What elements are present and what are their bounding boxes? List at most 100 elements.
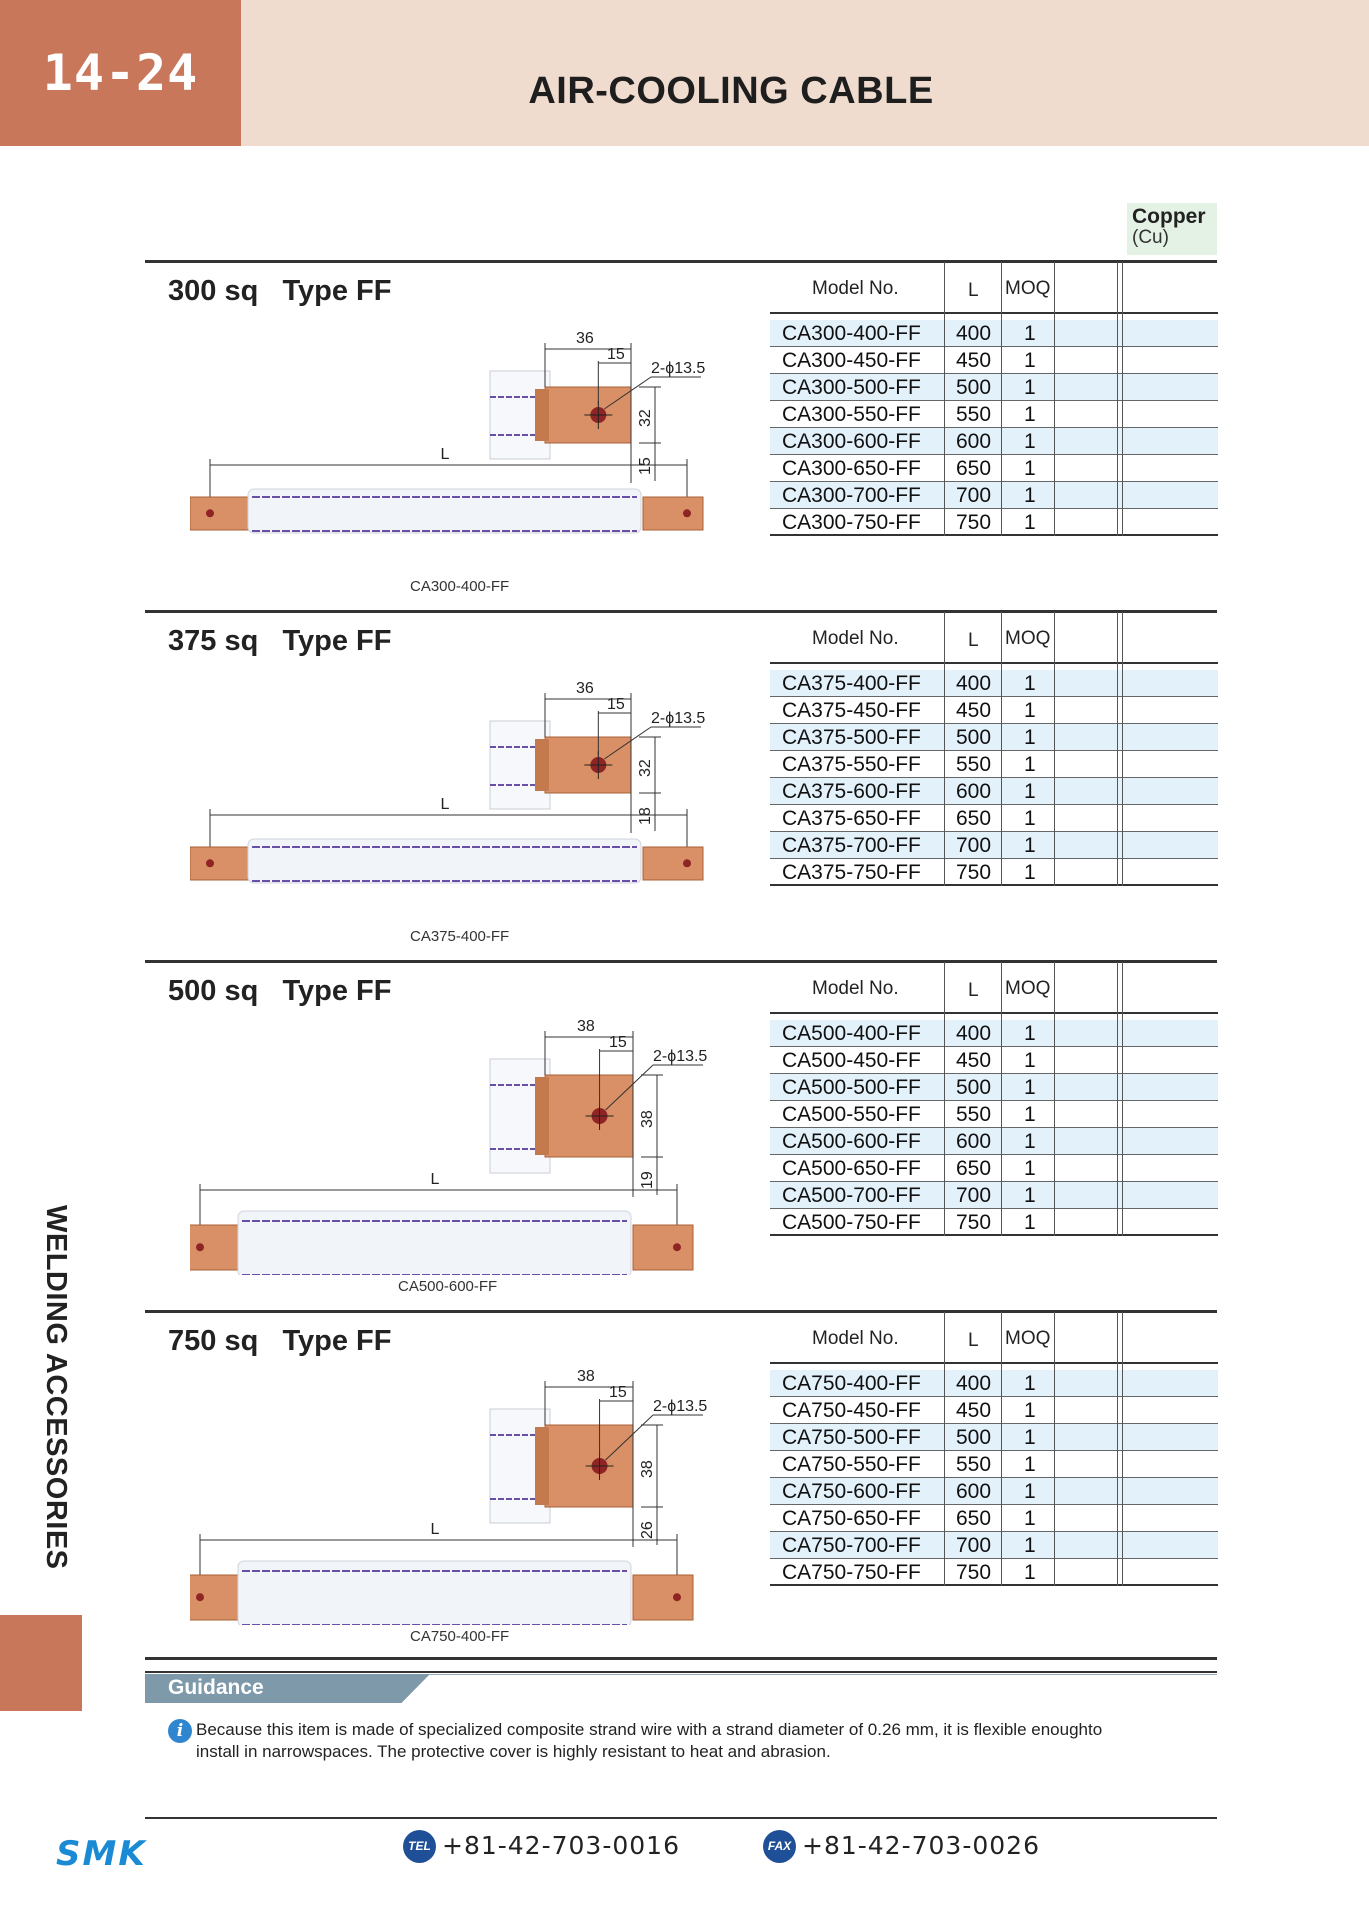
cell-length: 500 (956, 376, 992, 399)
header-model: Model No. (812, 1328, 899, 1349)
cell-length: 450 (956, 699, 992, 722)
cell-moq: 1 (1024, 1076, 1036, 1099)
column-separator (1001, 1312, 1002, 1586)
cell-model: CA750-750-FF (782, 1561, 921, 1584)
copper-strands (535, 1077, 549, 1155)
guidance-divider (145, 1671, 1217, 1673)
dim-label-bottom: 19 (639, 1171, 656, 1189)
material-symbol: (Cu) (1132, 227, 1169, 248)
column-separator (1117, 962, 1118, 1236)
cell-model: CA750-450-FF (782, 1399, 921, 1422)
copper-lug-left (190, 496, 251, 531)
product-image-caption: CA750-400-FF (410, 1628, 510, 1645)
cell-model: CA500-550-FF (782, 1103, 921, 1126)
section-divider (145, 960, 1217, 963)
copper-lug-right (642, 846, 704, 881)
column-separator (1001, 262, 1002, 536)
cell-model: CA375-600-FF (782, 780, 921, 803)
cell-length: 450 (956, 1399, 992, 1422)
cell-moq: 1 (1024, 1480, 1036, 1503)
dim-label-holes: 2-ϕ13.5 (653, 1398, 707, 1415)
cell-model: CA750-600-FF (782, 1480, 921, 1503)
cell-length: 750 (956, 1561, 992, 1584)
guidance-underline (420, 1674, 1217, 1675)
fax-number: +81-42-703-0026 (802, 1831, 1040, 1860)
section-title: 375 sq Type FF (168, 625, 392, 657)
sidebar-label: WELDING ACCESSORIES (40, 1205, 72, 1570)
cell-model: CA300-700-FF (782, 484, 921, 507)
cell-moq: 1 (1024, 1453, 1036, 1476)
cell-moq: 1 (1024, 861, 1036, 884)
cell-moq: 1 (1024, 349, 1036, 372)
cell-length: 550 (956, 1453, 992, 1476)
dim-label-length: L (441, 446, 450, 463)
cell-model: CA375-650-FF (782, 807, 921, 830)
header-model: Model No. (812, 978, 899, 999)
cell-moq: 1 (1024, 753, 1036, 776)
copper-lug-right (642, 496, 704, 531)
cell-length: 650 (956, 1507, 992, 1530)
cell-length: 550 (956, 1103, 992, 1126)
column-separator (1117, 262, 1118, 536)
cable-cover (237, 1560, 632, 1625)
cell-model: CA750-700-FF (782, 1534, 921, 1557)
header-moq: MOQ (1005, 628, 1051, 649)
column-separator (1001, 962, 1002, 1236)
sidebar-accent-block (0, 1615, 82, 1711)
dim-label-width: 36 (576, 330, 594, 347)
cell-moq: 1 (1024, 403, 1036, 426)
cell-length: 550 (956, 403, 992, 426)
fax-icon: FAX (763, 1830, 796, 1863)
dim-label-offset: 15 (607, 346, 625, 363)
cell-moq: 1 (1024, 376, 1036, 399)
section-title: 300 sq Type FF (168, 275, 392, 307)
cell-moq: 1 (1024, 699, 1036, 722)
cell-length: 650 (956, 457, 992, 480)
hole-mark (683, 859, 691, 868)
cell-model: CA500-750-FF (782, 1211, 921, 1234)
copper-lug-right (632, 1574, 694, 1621)
guidance-text: Because this item is made of specialized… (196, 1720, 1103, 1761)
column-separator (944, 612, 945, 886)
cell-moq: 1 (1024, 484, 1036, 507)
column-separator (1054, 1312, 1055, 1586)
cell-model: CA500-500-FF (782, 1076, 921, 1099)
cell-moq: 1 (1024, 430, 1036, 453)
section-divider (145, 610, 1217, 613)
column-separator (944, 262, 945, 536)
tel-number[interactable]: +81-42-703-0016 (442, 1831, 680, 1860)
cell-length: 750 (956, 511, 992, 534)
copper-strands (535, 389, 549, 441)
hole-mark (206, 859, 214, 868)
hole-mark (196, 1243, 204, 1252)
cell-length: 700 (956, 1184, 992, 1207)
column-separator (1054, 962, 1055, 1236)
header-moq: MOQ (1005, 1328, 1051, 1349)
cell-model: CA300-650-FF (782, 457, 921, 480)
cell-length: 400 (956, 672, 992, 695)
cell-model: CA750-400-FF (782, 1372, 921, 1395)
footer-divider (145, 1817, 1217, 1819)
cell-moq: 1 (1024, 1103, 1036, 1126)
cell-length: 400 (956, 322, 992, 345)
dim-label-bottom: 26 (639, 1521, 656, 1539)
cell-length: 600 (956, 780, 992, 803)
cell-length: 600 (956, 1130, 992, 1153)
cell-moq: 1 (1024, 511, 1036, 534)
